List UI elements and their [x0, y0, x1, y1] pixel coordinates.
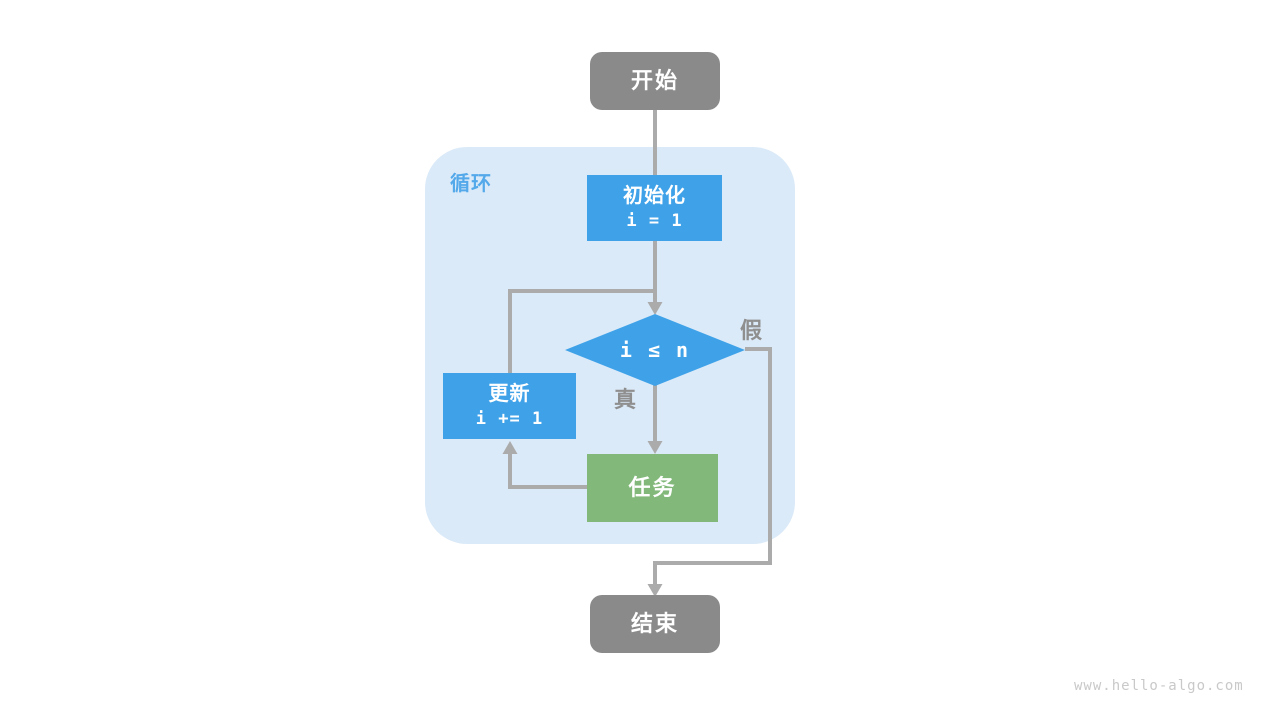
init-process-code: i = 1: [626, 210, 683, 231]
arrowhead-into-update: [502, 441, 518, 454]
start-node: 开始: [590, 52, 720, 110]
arrowhead-into-condition: [647, 302, 663, 315]
init-process-label: 初始化: [623, 184, 686, 207]
arrowhead-into-task: [647, 441, 663, 454]
init-process-node: 初始化 i = 1: [587, 175, 722, 241]
condition-label: i ≤ n: [619, 338, 691, 362]
branch-label-false: 假: [740, 318, 764, 343]
branch-label-true: 真: [614, 387, 638, 412]
connector-task-to-update: [508, 454, 587, 489]
end-node-label: 结束: [630, 611, 679, 637]
update-process-label: 更新: [488, 382, 531, 405]
loop-scope-label: 循环: [450, 173, 492, 195]
connector-update-to-condition-feedback: [508, 289, 653, 373]
watermark-text: www.hello-algo.com: [1074, 678, 1244, 694]
end-node: 结束: [590, 595, 720, 653]
start-node-label: 开始: [630, 68, 679, 94]
task-node: 任务: [587, 454, 718, 522]
connector-condition-to-end-false: [653, 347, 772, 584]
update-process-code: i += 1: [475, 408, 544, 429]
task-node-label: 任务: [628, 475, 677, 501]
update-process-node: 更新 i += 1: [443, 373, 576, 439]
arrowhead-into-end: [647, 584, 663, 597]
